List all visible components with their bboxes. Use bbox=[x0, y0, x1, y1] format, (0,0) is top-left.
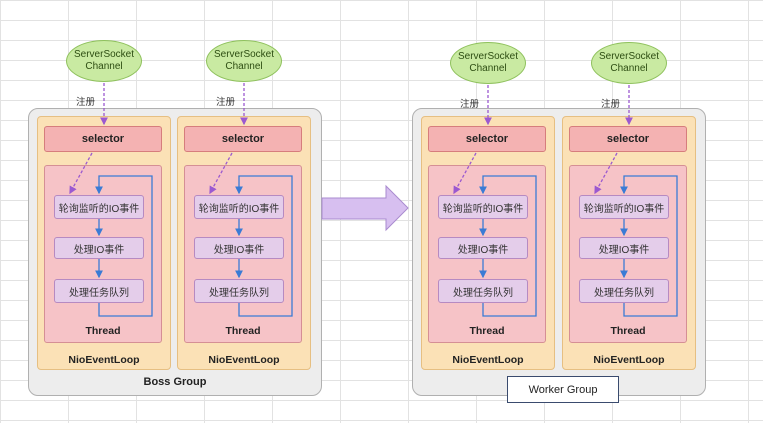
thread-label-1: Thread bbox=[85, 325, 121, 337]
loop-3-arrows bbox=[453, 85, 537, 317]
step-task-queue-4: 处理任务队列 bbox=[579, 279, 669, 303]
selector-1: selector bbox=[44, 126, 162, 152]
register-label-4: 注册 bbox=[601, 99, 621, 110]
step-task-queue-1: 处理任务队列 bbox=[54, 279, 144, 303]
channel-line1: ServerSocket bbox=[73, 49, 135, 60]
worker-group-label: Worker Group bbox=[507, 376, 619, 403]
loop-2-arrows bbox=[209, 83, 293, 317]
big-transition-arrow bbox=[321, 184, 409, 232]
channel-line1: ServerSocket bbox=[598, 51, 660, 62]
step-task-queue-2: 处理任务队列 bbox=[194, 279, 284, 303]
step-process-io-2: 处理IO事件 bbox=[194, 237, 284, 259]
channel-line2: Channel bbox=[85, 61, 123, 72]
thread-label-4: Thread bbox=[610, 325, 646, 337]
step-process-io-4: 处理IO事件 bbox=[579, 237, 669, 259]
register-label-3: 注册 bbox=[460, 99, 480, 110]
register-label-1: 注册 bbox=[76, 97, 96, 108]
step-process-io-1: 处理IO事件 bbox=[54, 237, 144, 259]
step-poll-2: 轮询监听的IO事件 bbox=[194, 195, 284, 219]
channel-line2: Channel bbox=[469, 63, 507, 74]
server-socket-channel-1: ServerSocket Channel bbox=[66, 40, 142, 82]
step-poll-3: 轮询监听的IO事件 bbox=[438, 195, 528, 219]
thread-label-3: Thread bbox=[469, 325, 505, 337]
loop-label-4: NioEventLoop bbox=[593, 354, 665, 366]
loop-label-3: NioEventLoop bbox=[452, 354, 524, 366]
selector-2: selector bbox=[184, 126, 302, 152]
server-socket-channel-4: ServerSocket Channel bbox=[591, 42, 667, 84]
step-poll-4: 轮询监听的IO事件 bbox=[579, 195, 669, 219]
step-task-queue-3: 处理任务队列 bbox=[438, 279, 528, 303]
server-socket-channel-2: ServerSocket Channel bbox=[206, 40, 282, 82]
loop-1-arrows bbox=[69, 83, 153, 317]
channel-line2: Channel bbox=[225, 61, 263, 72]
selector-4: selector bbox=[569, 126, 687, 152]
boss-group-label: Boss Group bbox=[143, 376, 207, 388]
channel-line1: ServerSocket bbox=[457, 51, 519, 62]
channel-line1: ServerSocket bbox=[213, 49, 275, 60]
step-process-io-3: 处理IO事件 bbox=[438, 237, 528, 259]
loop-4-arrows bbox=[594, 85, 678, 317]
server-socket-channel-3: ServerSocket Channel bbox=[450, 42, 526, 84]
step-poll-1: 轮询监听的IO事件 bbox=[54, 195, 144, 219]
selector-3: selector bbox=[428, 126, 546, 152]
thread-label-2: Thread bbox=[225, 325, 261, 337]
loop-label-2: NioEventLoop bbox=[208, 354, 280, 366]
channel-line2: Channel bbox=[610, 63, 648, 74]
loop-label-1: NioEventLoop bbox=[68, 354, 140, 366]
register-label-2: 注册 bbox=[216, 97, 236, 108]
